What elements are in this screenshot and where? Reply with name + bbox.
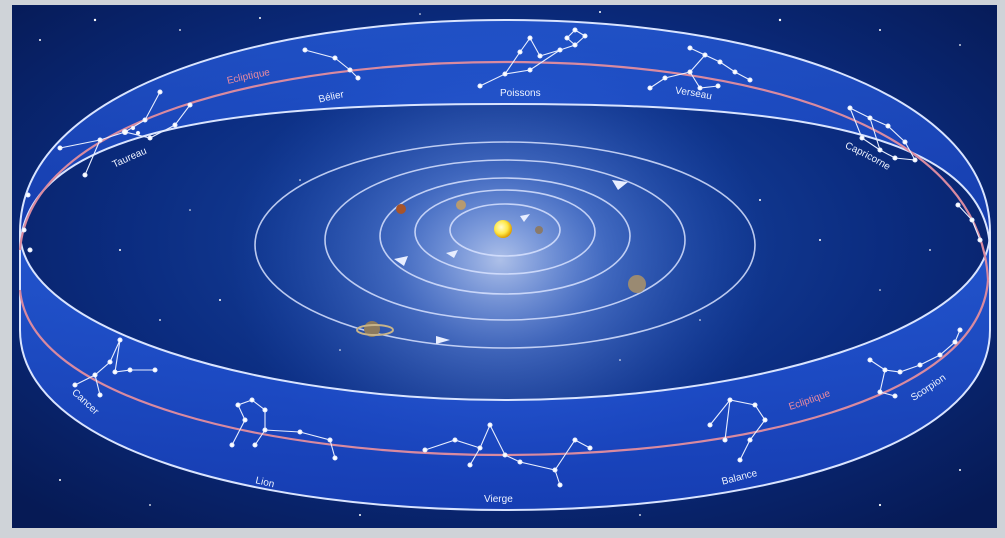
label-vierge: Vierge [484, 494, 513, 505]
band-edges [19, 18, 991, 512]
label-lion: Lion [254, 475, 275, 490]
constellation-poissons [477, 27, 588, 89]
constellation-scorpion [867, 327, 963, 399]
constellation-verseau [647, 45, 753, 91]
zodiac-band-back [20, 20, 990, 252]
constellation-taureau [57, 89, 193, 178]
constellation-lion [229, 397, 338, 461]
planet-mercury [535, 226, 543, 234]
constellations [21, 27, 983, 488]
planet-saturn [356, 321, 394, 337]
label-poissons: Poissons [500, 88, 541, 99]
sun [494, 220, 512, 238]
sun-glow [230, 30, 770, 490]
constellation-capricorne [847, 105, 918, 163]
planet-venus [456, 200, 466, 210]
constellation-left-edge [21, 192, 33, 253]
constellation-right-edge [955, 202, 983, 243]
constellation-balance [707, 397, 768, 463]
background-stars [39, 11, 961, 516]
planet-jupiter [628, 275, 646, 293]
orbit-direction-arrows [394, 180, 628, 344]
constellation-belier [302, 47, 361, 81]
constellation-cancer [72, 337, 158, 398]
planet-orbits [254, 141, 756, 349]
constellation-vierge [422, 422, 593, 488]
planet-mars [396, 204, 406, 214]
